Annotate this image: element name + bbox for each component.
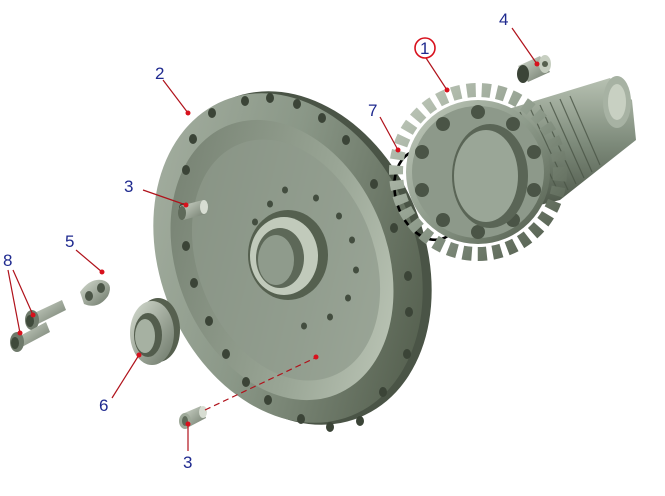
callout-4-label: 4 (499, 10, 508, 29)
flange-rim-holes (179, 93, 413, 432)
callout-1-label: 1 (420, 39, 429, 58)
callout-6-label: 6 (99, 396, 108, 415)
callout-3-lower-label: 3 (183, 453, 192, 472)
gear-shaft (389, 76, 636, 261)
callout-5-label: 5 (65, 232, 74, 251)
bushing (517, 55, 551, 83)
flange-inner-holes (252, 186, 359, 330)
bolts (10, 300, 66, 352)
flange-housing (153, 91, 432, 432)
sleeve-ring (130, 298, 180, 365)
callout-leaders (7, 27, 540, 451)
callout-8-label: 8 (3, 251, 12, 270)
callout-2-label: 2 (155, 64, 164, 83)
callout-7-label: 7 (368, 101, 377, 120)
callout-3-upper-label: 3 (124, 177, 133, 196)
lock-washer (80, 279, 110, 306)
callout-1-circle (414, 37, 436, 59)
pin-lower-assembly-path (204, 357, 316, 411)
